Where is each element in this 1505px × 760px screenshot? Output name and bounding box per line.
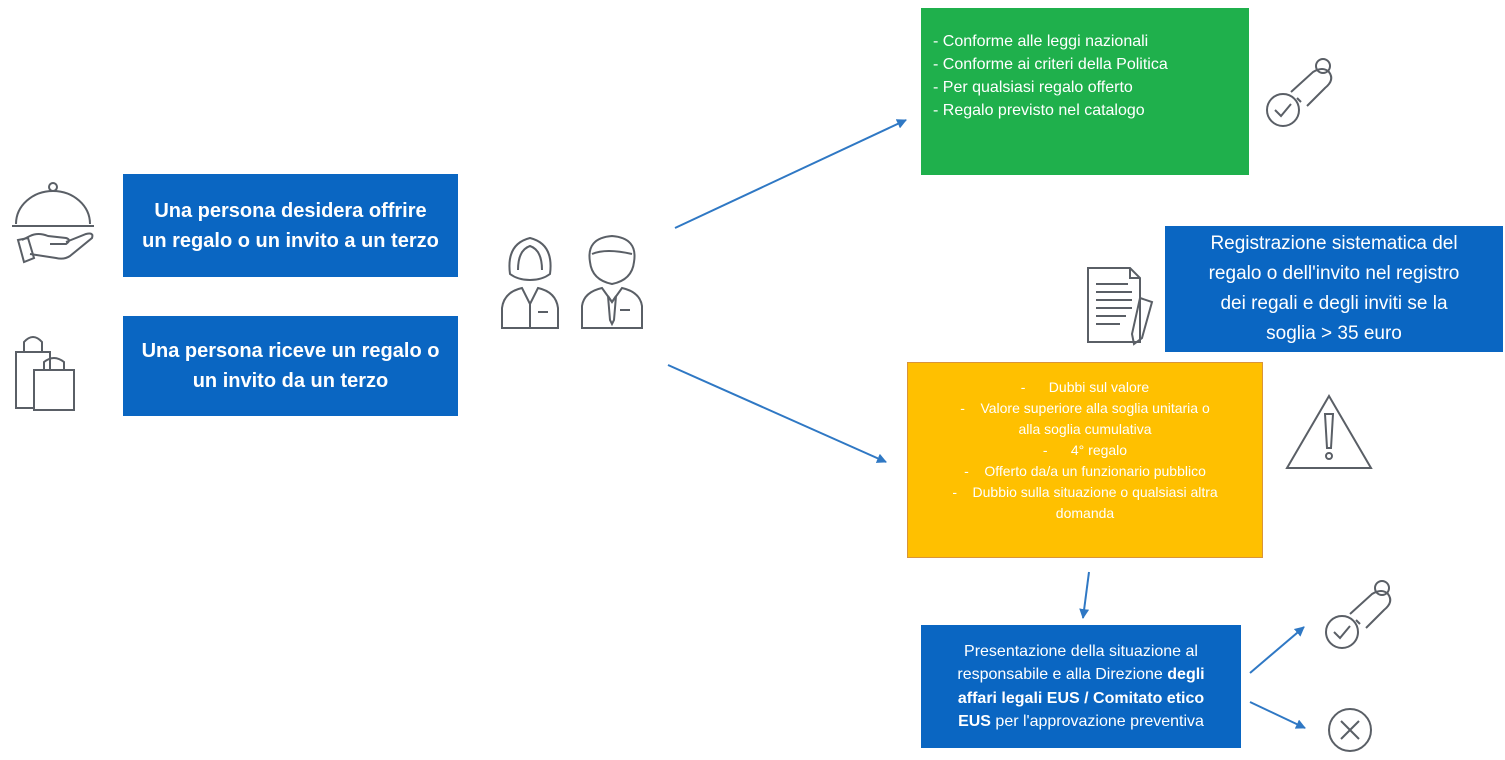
arrow-to-rejection (1249, 701, 1306, 729)
approval-stamp-icon (1325, 580, 1392, 649)
doubts-line: - Offerto da/a un funzionario pubblico (964, 463, 1206, 479)
registration-line: regalo o dell'invito nel registro (1208, 263, 1460, 284)
offer-gift-line-2: un regalo o un invito a un terzo (142, 229, 439, 252)
presentation-box: Presentazione della situazione al respon… (921, 625, 1241, 748)
warning-triangle-icon (1285, 394, 1373, 469)
offer-gift-line-1: Una persona desidera offrire (154, 199, 427, 222)
compliant-item: - Conforme ai criteri della Politica (933, 56, 1168, 73)
approval-stamp-icon (1266, 58, 1333, 127)
registration-line: dei regali e degli inviti se la (1220, 293, 1448, 314)
presentation-line-4: EUS per l'approvazione preventiva (958, 710, 1204, 734)
receive-gift-line-1: Una persona riceve un regalo o (141, 340, 440, 362)
receive-gift-box: Una persona riceve un regalo o un invito… (123, 316, 458, 416)
compliant-item: - Per qualsiasi regalo offerto (933, 79, 1133, 96)
reject-circle-icon (1328, 708, 1372, 752)
shopping-bags-icon (15, 336, 75, 411)
arrow-to-presentation (1079, 571, 1090, 619)
receive-gift-line-2: un invito da un terzo (192, 370, 389, 392)
arrow-to-approval (1249, 626, 1305, 674)
presentation-bold-text: EUS (958, 713, 991, 730)
business-people-icon (501, 234, 643, 329)
offer-gift-box: Una persona desidera offrire un regalo o… (123, 174, 458, 277)
registration-line: soglia > 35 euro (1266, 323, 1402, 344)
doubts-line: domanda (1055, 505, 1115, 521)
doubts-line: alla soglia cumulativa (1018, 421, 1152, 437)
registration-line: Registrazione sistematica del (1210, 233, 1458, 254)
doubts-line: - Dubbio sulla situazione o qualsiasi al… (952, 484, 1218, 500)
doubts-line: - Dubbi sul valore (1020, 379, 1150, 395)
registration-box: Registrazione sistematica del regalo o d… (1165, 226, 1503, 352)
doubts-box: - Dubbi sul valore - Valore superiore al… (907, 362, 1263, 558)
compliant-criteria-box: - Conforme alle leggi nazionali - Confor… (921, 8, 1249, 175)
arrow-to-compliant (674, 119, 907, 229)
presentation-bold-text: degli (1167, 666, 1205, 683)
document-pen-icon (1087, 267, 1154, 346)
presentation-line-3: affari legali EUS / Comitato etico (958, 687, 1204, 711)
arrow-to-doubts (667, 364, 887, 463)
compliant-item: - Conforme alle leggi nazionali (933, 33, 1149, 50)
doubts-line: - Valore superiore alla soglia unitaria … (960, 400, 1210, 416)
doubts-line: - 4° regalo (1042, 442, 1128, 458)
presentation-text: per l'approvazione preventiva (990, 713, 1204, 730)
compliant-item: - Regalo previsto nel catalogo (933, 102, 1145, 119)
presentation-bold-text: affari legali EUS / Comitato etico (957, 689, 1205, 707)
serving-cloche-icon (12, 182, 94, 264)
presentation-line-2: responsabile e alla Direzione degli (957, 663, 1204, 687)
presentation-text: responsabile e alla Direzione (957, 666, 1168, 683)
presentation-line-1: Presentazione della situazione al (964, 642, 1198, 660)
